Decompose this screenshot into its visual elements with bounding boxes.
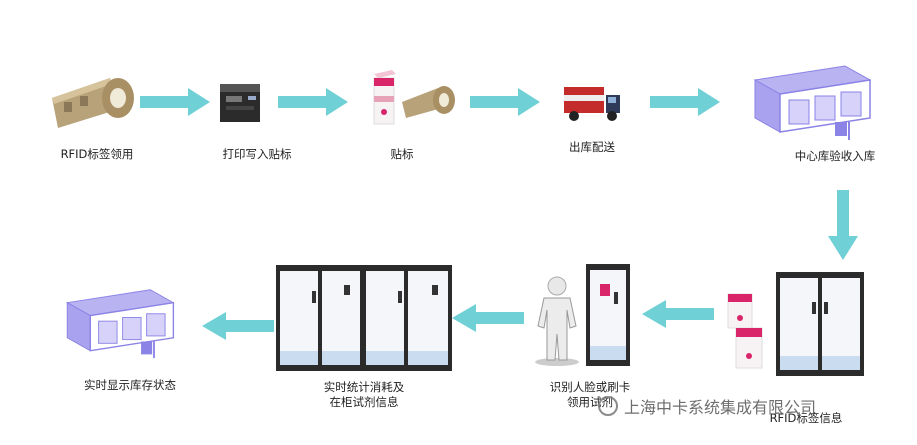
step-central-warehouse-receive: 中心库验收入库 [794,149,876,163]
smart-reagent-cabinet-image [776,272,864,376]
step-realtime-consumption-line2: 在柜试剂信息 [329,395,399,409]
person-silhouette-image [532,276,582,366]
flow-arrow-right-icon [470,88,540,116]
flow-arrow-down-icon [828,190,858,260]
smart-reagent-cabinet-image [586,264,630,366]
delivery-truck-image [562,85,624,123]
reagent-box-image [726,292,766,372]
wechat-icon [598,396,618,416]
central-warehouse-image [745,62,875,142]
flow-arrow-left-icon [642,300,714,328]
step-realtime-inventory-status: 实时显示库存状态 [84,378,176,392]
watermark: 上海中卡系统集成有限公司 [598,394,816,418]
step-outbound-delivery: 出库配送 [569,140,615,154]
warehouse-inventory-image [58,284,178,362]
step-apply-label: 贴标 [390,147,414,161]
step-realtime-consumption-line1: 实时统计消耗及 [323,380,405,394]
watermark-text: 上海中卡系统集成有限公司 [624,398,817,417]
flow-arrow-right-icon [278,88,348,116]
label-printer-image [218,80,263,125]
flow-arrow-left-icon [452,304,524,332]
step-face-or-card-identify-line1: 识别人脸或刷卡 [549,380,631,394]
rfid-label-roll-image [50,70,135,130]
flow-arrow-right-icon [140,88,210,116]
rfid-label-roll-image [402,82,457,120]
reagent-box-image [370,70,398,125]
cabinet-array-image [276,265,452,371]
step-rfid-label-collect: RFID标签领用 [60,147,134,161]
step-cabinet-read-rfid-line2: RFID标签信息 [769,411,843,425]
flow-arrow-left-icon [202,312,274,340]
flow-arrow-right-icon [650,88,720,116]
step-print-write-label: 打印写入贴标 [222,147,292,161]
